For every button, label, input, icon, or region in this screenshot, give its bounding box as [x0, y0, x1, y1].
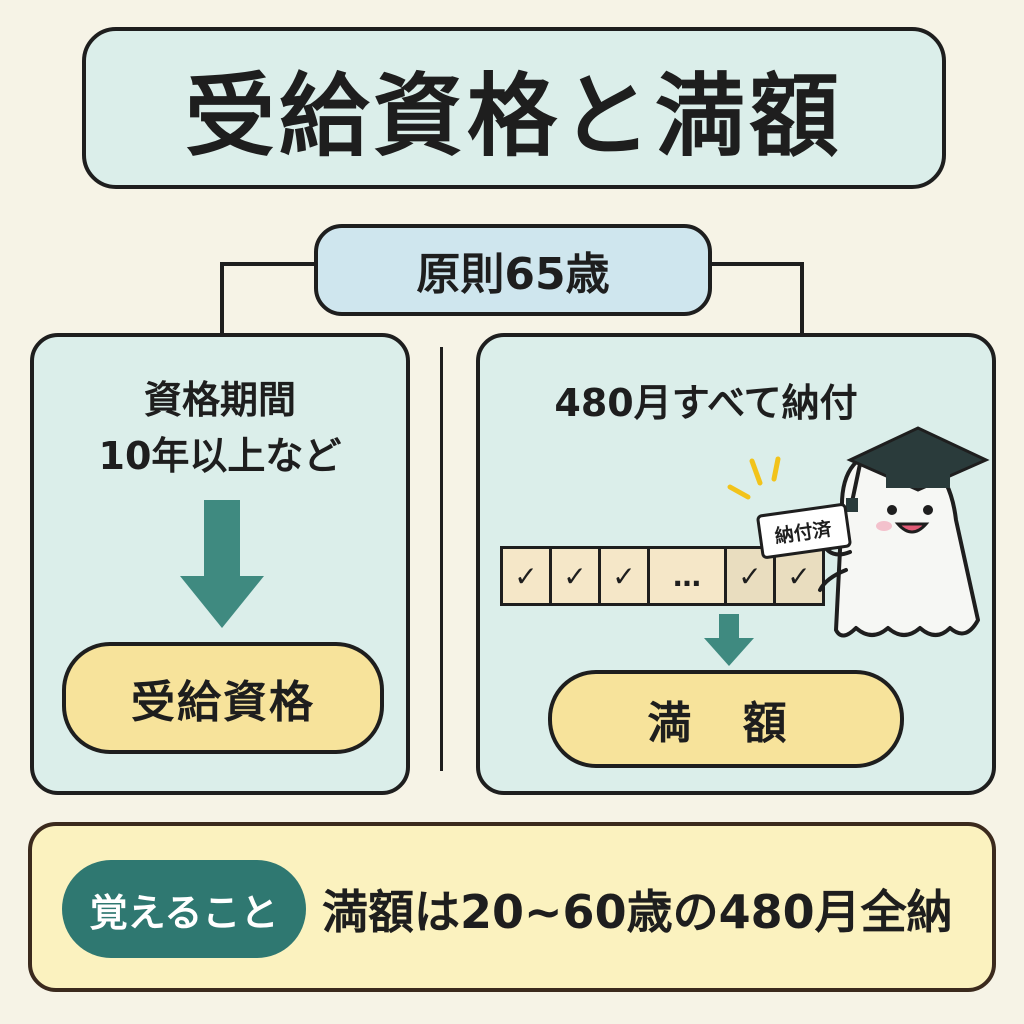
panel-divider — [440, 347, 443, 771]
sparkle-icon — [727, 456, 781, 500]
memo-badge: 覚えること — [62, 860, 306, 958]
month-payment-row: ✓ ✓ ✓ … ✓ ✓ — [500, 546, 825, 606]
memo-text: 満額は20~60歳の480月全納 — [322, 885, 953, 939]
month-cell-ellipsis: … — [647, 546, 727, 606]
rule-label: 原則65歳 — [314, 224, 712, 316]
page-title: 受給資格と満額 — [82, 27, 946, 189]
stamp-card-icon — [756, 503, 852, 559]
left-condition-line2: 10年以上など — [98, 434, 342, 478]
arrow-down-icon — [704, 614, 754, 666]
connector-left-horizontal — [220, 262, 316, 266]
connector-right-horizontal — [710, 262, 804, 266]
left-condition-line1: 資格期間 — [143, 378, 296, 422]
month-cell-check-icon: ✓ — [500, 546, 552, 606]
month-cell-check-icon: ✓ — [598, 546, 650, 606]
ghost-graduate-mascot-icon — [818, 426, 990, 638]
arrow-down-icon — [180, 500, 264, 628]
month-cell-check-icon: ✓ — [549, 546, 601, 606]
right-result-pill: 満 額 — [548, 670, 904, 768]
left-condition: 資格期間 10年以上など — [30, 372, 410, 484]
left-result-pill: 受給資格 — [62, 642, 384, 754]
connector-right-vertical — [800, 262, 804, 335]
connector-left-vertical — [220, 262, 224, 335]
right-condition: 480月すべて納付 — [554, 381, 858, 425]
